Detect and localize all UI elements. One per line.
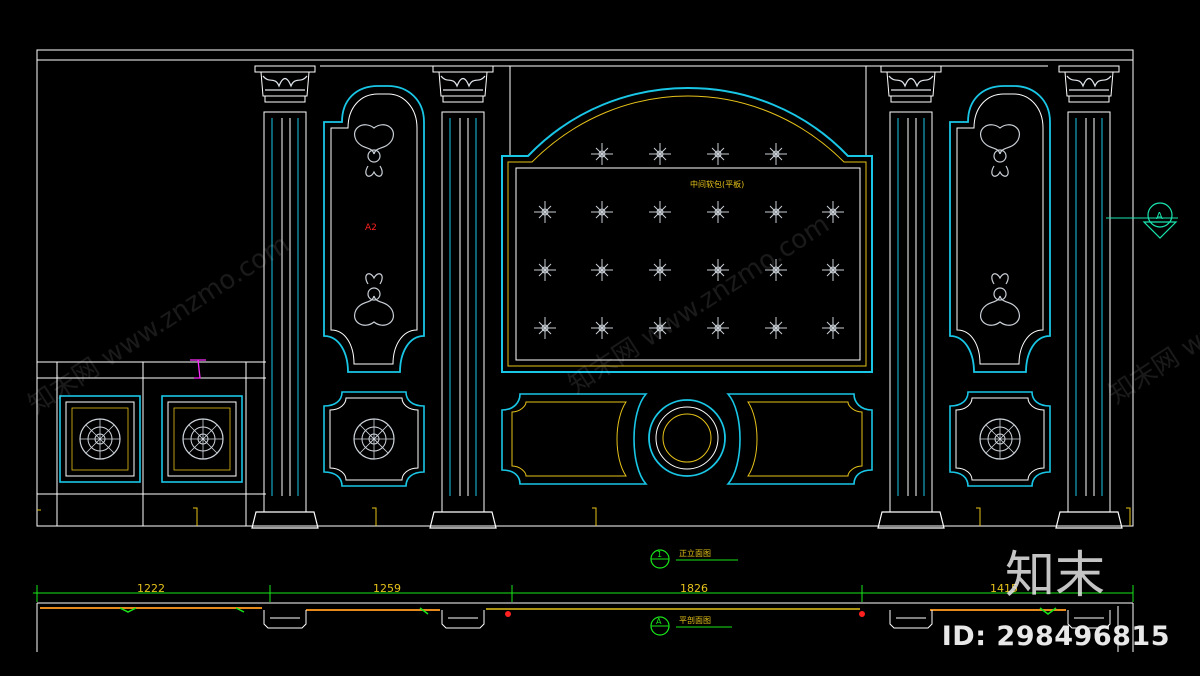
- wainscot-panel-right: [161, 395, 243, 483]
- section-marker-right: A: [1106, 202, 1178, 239]
- svg-text:A: A: [656, 617, 662, 626]
- lower-panel-left: [323, 391, 425, 487]
- outer-frame: [36, 49, 1134, 527]
- column-1: [251, 65, 319, 529]
- svg-text:平剖面图: 平剖面图: [679, 615, 711, 625]
- dim-1: 1222: [137, 582, 165, 595]
- svg-text:正立面图: 正立面图: [679, 548, 711, 558]
- watermark-id: ID: 298496815: [941, 621, 1170, 652]
- lower-panel-right: [949, 391, 1051, 487]
- column-2: [429, 65, 497, 529]
- plan-section: [36, 602, 1134, 652]
- dimension-line: 1222 1259 1826 1415: [33, 582, 1134, 602]
- svg-text:A: A: [1156, 211, 1163, 222]
- watermark-logo: 知末: [1005, 546, 1105, 604]
- dim-2: 1259: [373, 582, 401, 595]
- dim-4: 1415: [990, 582, 1018, 595]
- svg-text:知末: 知末: [1005, 546, 1105, 604]
- plan-title: A 平剖面图: [650, 615, 732, 636]
- dim-3: 1826: [680, 582, 708, 595]
- central-lower-panels: [501, 393, 873, 485]
- column-4: [1055, 65, 1123, 529]
- arched-panel-left: A2: [323, 85, 425, 373]
- svg-text:1: 1: [657, 550, 662, 559]
- central-arch: [501, 66, 873, 373]
- arched-panel-right: [949, 85, 1051, 373]
- wainscot-panel-left: [59, 395, 141, 483]
- elevation-title: 1 正立面图: [650, 548, 738, 569]
- tag-a2: A2: [365, 223, 377, 233]
- center-note: 中间软包(平板): [690, 179, 744, 189]
- magenta-marker: [190, 359, 206, 379]
- column-3: [877, 65, 945, 529]
